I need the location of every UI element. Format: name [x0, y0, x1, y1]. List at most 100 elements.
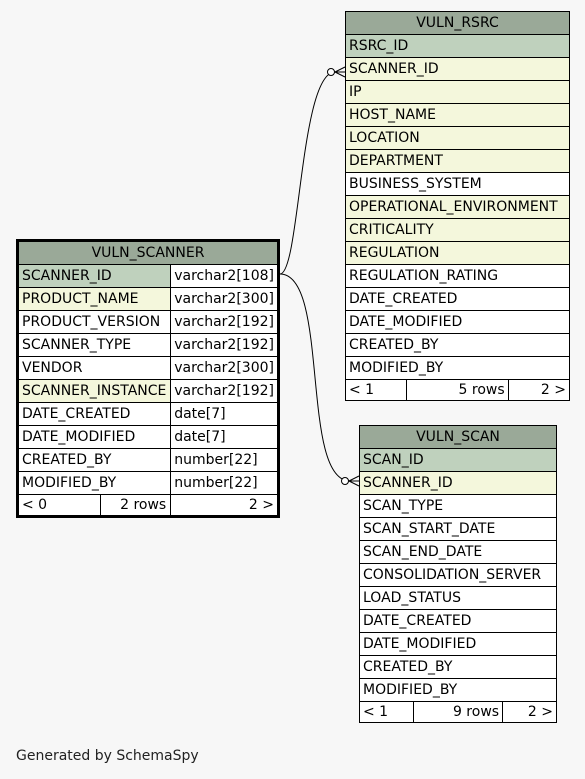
footer-row-count: 9 rows [412, 701, 504, 723]
column-name[interactable]: SCANNER_ID [345, 57, 570, 81]
relation-scan-crowfoot [348, 475, 360, 487]
column-row[interactable]: LOAD_STATUS [359, 586, 557, 610]
column-row[interactable]: BUSINESS_SYSTEM [345, 172, 570, 196]
column-type: varchar2[300] [170, 356, 278, 380]
column-name[interactable]: DATE_CREATED [359, 609, 557, 633]
column-name[interactable]: REGULATION_RATING [345, 264, 570, 288]
table-header-row: VULN_SCANNER [18, 241, 278, 265]
column-row[interactable]: DATE_MODIFIED [345, 310, 570, 334]
table-title[interactable]: VULN_SCAN [359, 425, 557, 449]
column-name[interactable]: BUSINESS_SYSTEM [345, 172, 570, 196]
column-type: varchar2[108] [170, 264, 278, 288]
footer-children: 2 > [170, 494, 278, 516]
column-name[interactable]: CREATED_BY [359, 655, 557, 679]
column-row[interactable]: SCAN_END_DATE [359, 540, 557, 564]
column-row[interactable]: SCAN_TYPE [359, 494, 557, 518]
column-row[interactable]: CREATED_BY [345, 333, 570, 357]
column-row[interactable]: SCANNER_ID [345, 57, 570, 81]
column-name[interactable]: CRITICALITY [345, 218, 570, 242]
column-row[interactable]: CREATED_BY [359, 655, 557, 679]
column-name[interactable]: MODIFIED_BY [359, 678, 557, 702]
column-row[interactable]: SCANNER_ID [359, 471, 557, 495]
column-row[interactable]: MODIFIED_BY [359, 678, 557, 702]
table-footer-row: < 0 2 rows 2 > [17, 494, 278, 516]
column-row[interactable]: DATE_CREATED [359, 609, 557, 633]
column-name[interactable]: MODIFIED_BY [345, 356, 570, 380]
column-row[interactable]: IP [345, 80, 570, 104]
column-type: varchar2[192] [170, 310, 278, 334]
column-row[interactable]: HOST_NAME [345, 103, 570, 127]
table-footer-row: < 1 5 rows 2 > [344, 379, 571, 401]
column-row[interactable]: MODIFIED_BY [345, 356, 570, 380]
column-name[interactable]: SCAN_END_DATE [359, 540, 557, 564]
generated-by-note: Generated by SchemaSpy [16, 748, 199, 764]
column-name[interactable]: VENDOR [17, 356, 172, 380]
table-title[interactable]: VULN_RSRC [345, 11, 570, 35]
column-name[interactable]: LOCATION [345, 126, 570, 150]
column-name[interactable]: PRODUCT_NAME [17, 287, 172, 311]
table-header-row: VULN_RSRC [345, 11, 570, 35]
column-name[interactable]: DATE_MODIFIED [345, 310, 570, 334]
column-row[interactable]: RSRC_ID [345, 34, 570, 58]
column-name[interactable]: DATE_MODIFIED [17, 425, 172, 449]
column-name[interactable]: DATE_CREATED [345, 287, 570, 311]
column-name[interactable]: CONSOLIDATION_SERVER [359, 563, 557, 587]
column-name[interactable]: SCANNER_ID [17, 264, 172, 288]
column-row[interactable]: DATE_CREATED [345, 287, 570, 311]
column-row[interactable]: CONSOLIDATION_SERVER [359, 563, 557, 587]
column-name[interactable]: SCAN_ID [359, 448, 557, 472]
column-name[interactable]: REGULATION [345, 241, 570, 265]
footer-parents: < 1 [359, 701, 414, 723]
column-type: number[22] [170, 471, 278, 495]
column-name[interactable]: SCAN_TYPE [359, 494, 557, 518]
column-row[interactable]: SCAN_ID [359, 448, 557, 472]
table-header-row: VULN_SCAN [359, 425, 557, 449]
column-name[interactable]: MODIFIED_BY [17, 471, 172, 495]
column-name[interactable]: CREATED_BY [345, 333, 570, 357]
column-row[interactable]: LOCATION [345, 126, 570, 150]
column-name[interactable]: HOST_NAME [345, 103, 570, 127]
table-title[interactable]: VULN_SCANNER [18, 241, 278, 265]
footer-children: 2 > [507, 379, 571, 401]
column-name[interactable]: LOAD_STATUS [359, 586, 557, 610]
column-name[interactable]: OPERATIONAL_ENVIRONMENT [345, 195, 570, 219]
footer-row-count: 5 rows [406, 379, 509, 401]
column-row[interactable]: DATE_MODIFIED [359, 632, 557, 656]
column-row[interactable]: OPERATIONAL_ENVIRONMENT [345, 195, 570, 219]
column-row[interactable]: DEPARTMENT [345, 149, 570, 173]
column-name[interactable]: IP [345, 80, 570, 104]
column-name[interactable]: RSRC_ID [345, 34, 570, 58]
column-name[interactable]: CREATED_BY [17, 448, 172, 472]
relation-scan-optional-marker [341, 477, 349, 485]
column-row[interactable]: REGULATION [345, 241, 570, 265]
column-name[interactable]: SCANNER_ID [359, 471, 557, 495]
column-row[interactable]: REGULATION_RATING [345, 264, 570, 288]
column-name[interactable]: SCANNER_TYPE [17, 333, 172, 357]
column-name[interactable]: PRODUCT_VERSION [17, 310, 172, 334]
column-name[interactable]: DATE_CREATED [17, 402, 172, 426]
column-row[interactable]: SCAN_START_DATE [359, 517, 557, 541]
column-name[interactable]: SCAN_START_DATE [359, 517, 557, 541]
column-row[interactable]: CRITICALITY [345, 218, 570, 242]
column-name[interactable]: DATE_MODIFIED [359, 632, 557, 656]
column-type: varchar2[192] [170, 379, 278, 403]
relation-scanner-to-scan [279, 273, 351, 482]
column-name[interactable]: SCANNER_INSTANCE [17, 379, 172, 403]
footer-children: 2 > [502, 701, 557, 723]
column-name[interactable]: DEPARTMENT [345, 149, 570, 173]
